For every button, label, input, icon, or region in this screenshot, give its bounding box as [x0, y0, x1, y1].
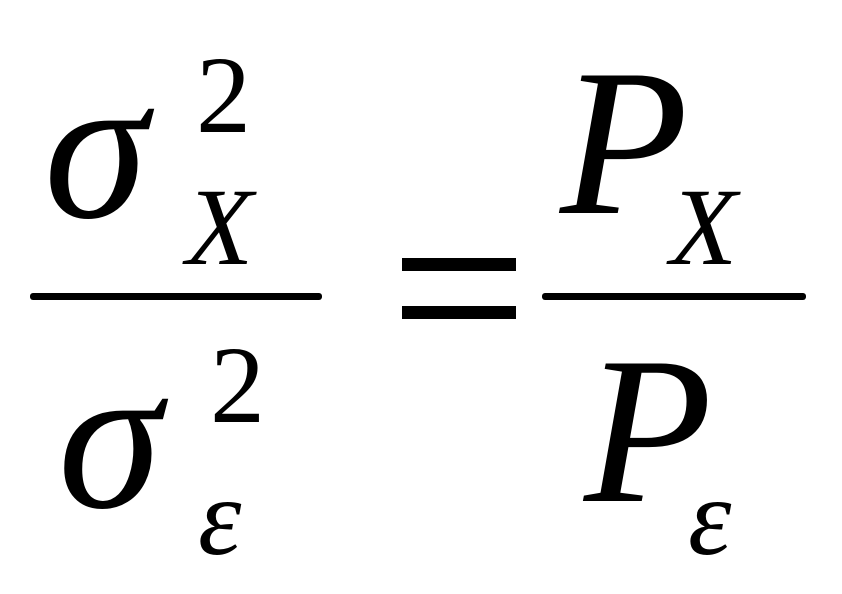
right-fraction-rule — [542, 293, 806, 300]
right-numerator-base: P — [560, 27, 689, 259]
equals-sign-top-bar — [402, 258, 516, 271]
left-denominator-subscript: ε — [198, 456, 242, 578]
right-numerator-subscript: X — [670, 166, 738, 288]
left-fraction-rule — [30, 293, 322, 300]
left-denominator-superscript: 2 — [210, 324, 265, 446]
right-denominator-base: P — [584, 315, 713, 547]
left-denominator-base: σ — [58, 321, 162, 553]
left-numerator-subscript: X — [186, 166, 254, 288]
equals-sign-bottom-bar — [402, 306, 516, 319]
left-numerator-base: σ — [44, 31, 148, 263]
left-numerator-superscript: 2 — [196, 34, 251, 156]
right-denominator-subscript: ε — [688, 456, 732, 578]
